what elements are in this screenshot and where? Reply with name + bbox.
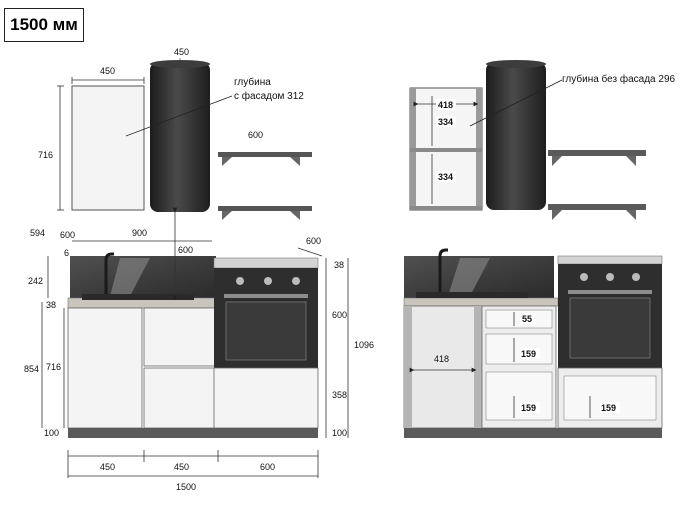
shelf-depth-label: 418 <box>438 100 453 110</box>
cylinder-hood-right <box>486 62 546 210</box>
drawer-55-label: 55 <box>522 314 532 324</box>
width-450-b: 450 <box>174 462 189 472</box>
depth-without-facade-note: глубина без фасада 296 <box>562 73 676 85</box>
leader-line <box>125 95 233 137</box>
width-600: 600 <box>260 462 275 472</box>
drawer-159-c-label: 159 <box>601 403 616 413</box>
dim-100-a: 100 <box>44 428 59 438</box>
wall-shelf-bottom <box>218 206 312 220</box>
base-drawer-top <box>143 307 219 367</box>
dim-242: 242 <box>28 276 43 286</box>
dim-900: 900 <box>132 228 147 238</box>
depth-with-facade-note-2: с фасадом 312 <box>234 90 304 102</box>
base-drawer-bottom <box>143 367 219 429</box>
dim-716: 716 <box>46 362 61 372</box>
oven-base-drawer <box>213 367 319 429</box>
wall-shelf-right-top <box>548 150 646 166</box>
cabinet-width-label: 450 <box>100 66 115 76</box>
dim-1096: 1096 <box>354 340 374 350</box>
dim-594: 594 <box>30 228 45 238</box>
depth-with-facade-note-1: глубина <box>234 76 271 88</box>
plinth-right <box>404 428 662 438</box>
dim-600-b: 600 <box>178 245 193 255</box>
shelf-height-2-label: 334 <box>438 172 453 182</box>
dim-854: 854 <box>24 364 39 374</box>
open-sink-cabinet <box>403 305 483 429</box>
cabinet-height-label: 716 <box>38 150 53 160</box>
shelf-width-label: 600 <box>248 130 263 140</box>
wall-shelf-right-bottom <box>548 204 646 220</box>
top-left-group: 450 716 450 глубина с фасадом 312 <box>38 47 312 220</box>
dim-600-a: 600 <box>60 230 75 240</box>
dim-418: 418 <box>434 354 449 364</box>
plinth <box>68 428 318 438</box>
size-title: 1500 мм <box>4 8 84 42</box>
faucet <box>104 252 114 294</box>
dim-600-d: 600 <box>332 310 347 320</box>
dim-100-b: 100 <box>332 428 347 438</box>
front-view: 594 600 6 900 600 600 242 38 854 716 100… <box>24 207 374 492</box>
drawer-159-a-label: 159 <box>521 349 536 359</box>
faucet-right <box>438 248 448 292</box>
wall-shelf-top <box>218 152 312 166</box>
dim-358: 358 <box>332 390 347 400</box>
oven-top <box>213 257 319 269</box>
wall-cabinet <box>71 85 145 211</box>
width-450-a: 450 <box>100 462 115 472</box>
hood-width-label: 450 <box>174 47 189 57</box>
base-cabinet-left <box>67 307 143 429</box>
cylinder-hood <box>150 62 210 212</box>
open-view: 418 55 159 159 <box>403 248 663 438</box>
dim-6: 6 <box>64 248 69 258</box>
leader-line <box>469 79 563 127</box>
top-right-group: 418 334 334 глубина без фасада 296 <box>409 60 676 220</box>
total-width: 1500 <box>176 482 196 492</box>
dim-38-b: 38 <box>334 260 344 270</box>
dim-600-c: 600 <box>306 236 321 246</box>
shelf-height-1-label: 334 <box>438 117 453 127</box>
sink <box>82 294 194 300</box>
drawer-159-b-label: 159 <box>521 403 536 413</box>
dim-38-a: 38 <box>46 300 56 310</box>
